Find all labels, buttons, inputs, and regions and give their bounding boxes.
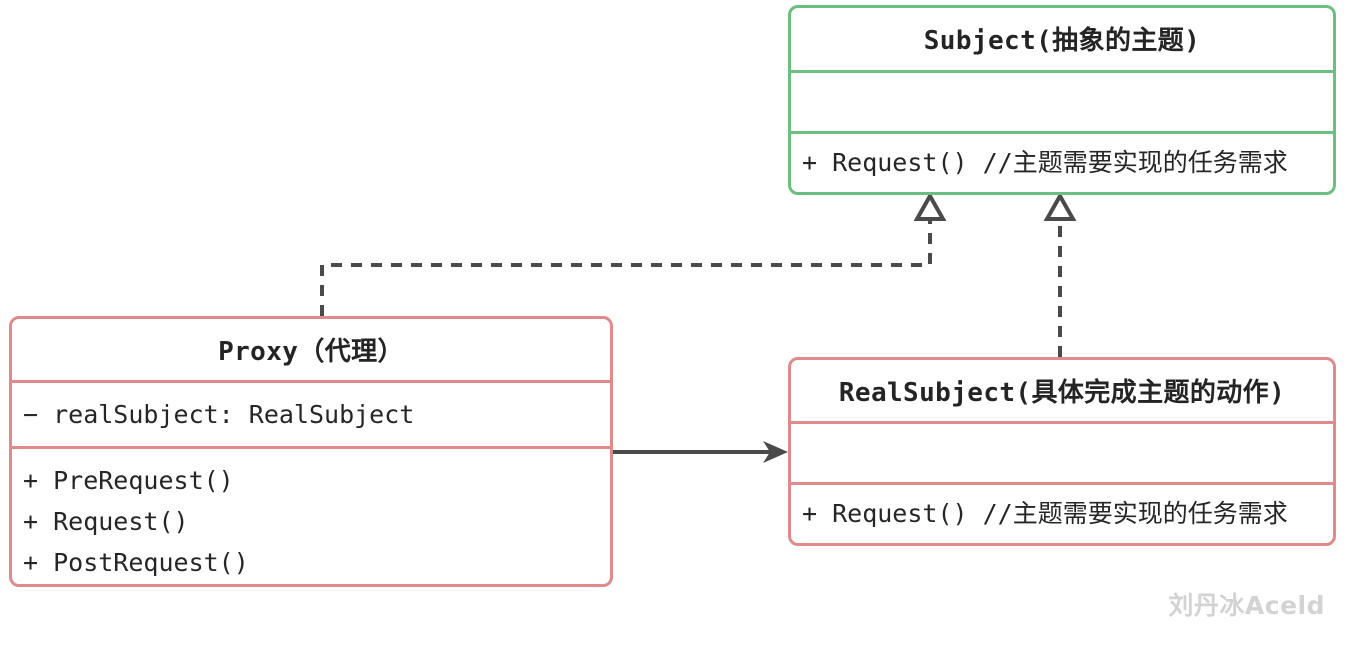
realsubject-attributes-compartment: [791, 420, 1333, 482]
uml-class-proxy[interactable]: Proxy（代理） − realSubject: RealSubject + P…: [9, 316, 613, 587]
proxy-attribute-realsubject: − realSubject: RealSubject: [23, 400, 415, 429]
subject-methods-compartment: + Request() //主题需要实现的任务需求: [791, 130, 1333, 192]
proxy-attributes-compartment: − realSubject: RealSubject: [12, 380, 610, 446]
realsubject-method-request: + Request() //主题需要实现的任务需求: [802, 499, 1288, 529]
proxy-title: Proxy（代理）: [218, 337, 404, 367]
proxy-methods-compartment: + PreRequest() + Request() + PostRequest…: [12, 446, 610, 584]
realsubject-title: RealSubject(具体完成主题的动作): [838, 377, 1286, 408]
relation-proxy-realizes-subject: [320, 191, 947, 316]
realsubject-title-compartment: RealSubject(具体完成主题的动作): [791, 360, 1333, 421]
relation-realsubject-realizes-subject: [1043, 191, 1077, 357]
realization-line-proxy: [320, 212, 932, 316]
proxy-method-request: + Request(): [23, 507, 189, 536]
open-arrowhead-realsubject: [763, 441, 788, 463]
proxy-method-prerequest: + PreRequest(): [23, 466, 234, 495]
watermark-label: 刘丹冰Aceld: [1168, 591, 1325, 620]
subject-method-request: + Request() //主题需要实现的任务需求: [802, 148, 1288, 178]
hollow-triangle-arrowhead-realsubject: [1043, 191, 1077, 221]
proxy-title-compartment: Proxy（代理）: [12, 319, 610, 380]
hollow-triangle-arrowhead-proxy: [913, 191, 947, 221]
subject-title: Subject(抽象的主题): [923, 26, 1201, 57]
relation-proxy-associates-realsubject: [613, 441, 788, 463]
uml-class-realsubject[interactable]: RealSubject(具体完成主题的动作) + Request() //主题需…: [788, 357, 1336, 546]
subject-title-compartment: Subject(抽象的主题): [791, 8, 1333, 70]
proxy-method-postrequest: + PostRequest(): [23, 548, 249, 577]
uml-class-subject[interactable]: Subject(抽象的主题) + Request() //主题需要实现的任务需求: [788, 5, 1336, 195]
subject-attributes-compartment: [791, 69, 1333, 131]
realsubject-methods-compartment: + Request() //主题需要实现的任务需求: [791, 481, 1333, 543]
